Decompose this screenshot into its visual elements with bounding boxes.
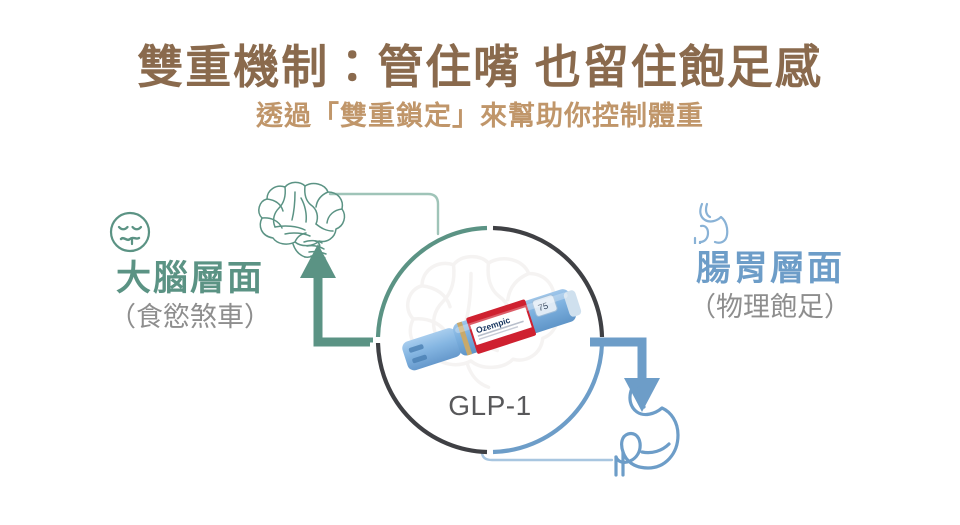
pen-label: Ozempic [466, 299, 536, 354]
page-title: 雙重機制：管住嘴 也留住飽足感 [137, 42, 823, 93]
gut-sub-label: （物理飽足） [689, 292, 851, 323]
ring-arc-dark-bottom [375, 342, 488, 455]
gut-side-block: 腸胃層面 （物理飽足） [640, 200, 900, 324]
brain-side-block: 大腦層面 （食慾煞車） [60, 210, 320, 334]
brain-illustration [255, 178, 347, 269]
mechanism-diagram: 大腦層面 （食慾煞車） 腸胃層面 （物理飽足） [0, 160, 960, 525]
pen-gold-ring [456, 321, 473, 356]
brain-arrow-head [300, 244, 336, 278]
ozempic-injection-pen: Ozempic 75 [402, 289, 582, 371]
pen-dose-value: 75 [537, 300, 550, 313]
stomach-illustration [608, 382, 688, 487]
glp1-hub: Ozempic 75 GLP-1 [365, 225, 615, 455]
brain-main-label: 大腦層面 [115, 259, 264, 298]
ring-arc-dark-top [492, 225, 605, 338]
glp1-label: GLP-1 [448, 390, 532, 421]
pen-plunger [563, 290, 582, 317]
ring-arc-teal [375, 225, 488, 338]
ring-arc-blue [492, 342, 605, 455]
brain-arrow-shaft [313, 274, 370, 347]
stomach-arrow-head [624, 378, 660, 412]
page-subtitle: 透過「雙重鎖定」來幫助你控制體重 [256, 100, 704, 131]
nauseated-face-icon [0, 210, 320, 254]
gut-main-label: 腸胃層面 [695, 249, 844, 288]
header: 雙重機制：管住嘴 也留住飽足感 透過「雙重鎖定」來幫助你控制體重 [0, 0, 960, 132]
pen-cap-slot-2 [412, 354, 428, 364]
pen-cap-slot-1 [408, 344, 424, 353]
pen-dose-window [531, 294, 558, 317]
brain-to-hub-line [328, 192, 440, 236]
pen-highlight [455, 292, 568, 334]
brain-sub-label: （食慾煞車） [109, 302, 271, 333]
stomach-icon [518, 200, 900, 246]
